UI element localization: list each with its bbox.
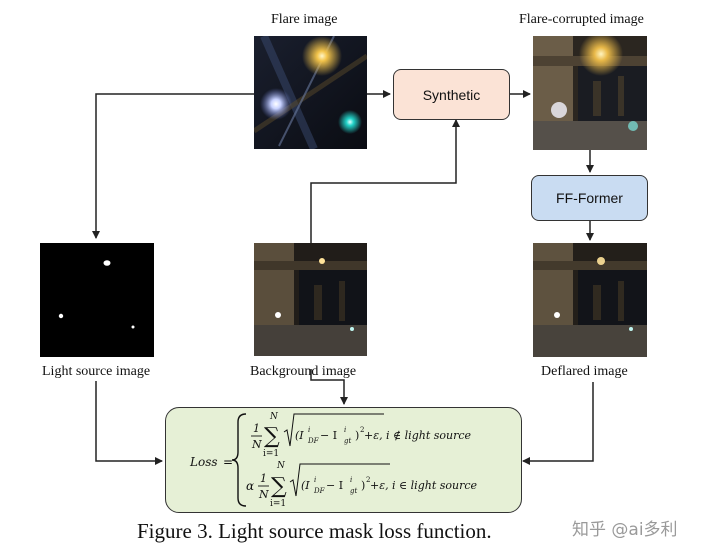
case1-term: (I bbox=[295, 429, 304, 442]
figure-caption: Figure 3. Light source mask loss functio… bbox=[137, 519, 492, 543]
frac2-denominator: N bbox=[258, 488, 269, 501]
case2-eps: +ε, bbox=[370, 479, 389, 492]
case2-sub-gt: gt bbox=[350, 487, 357, 495]
sum2-bottom: i=1 bbox=[270, 499, 286, 509]
case1-sub-gt: gt bbox=[344, 437, 351, 445]
arrow-light-source-to-loss bbox=[95, 381, 163, 465]
case1-sub-df: DF bbox=[307, 437, 320, 445]
arrow-deflared-to-loss bbox=[522, 382, 594, 465]
label-deflared-image: Deflared image bbox=[541, 364, 628, 379]
label-light-source-image: Light source image bbox=[42, 364, 151, 379]
synthetic-module: Synthetic bbox=[393, 69, 510, 120]
label-flare-corrupted-image: Flare-corrupted image bbox=[519, 12, 644, 27]
case2-sup-i2: i bbox=[350, 476, 352, 484]
background-image bbox=[254, 243, 367, 356]
case1-minus: − I bbox=[320, 429, 337, 442]
light-source-image bbox=[40, 243, 154, 357]
case1-eps: +ε, bbox=[364, 429, 383, 442]
case1-sup-i2: i bbox=[344, 426, 346, 434]
case1-sup-i: i bbox=[308, 426, 310, 434]
arrow-flare-to-light-source bbox=[92, 93, 254, 239]
watermark: 知乎 @ai多利 bbox=[572, 520, 678, 540]
frac1-denominator: N bbox=[251, 438, 262, 451]
arrow-background-to-loss bbox=[310, 369, 348, 405]
case2-minus: − I bbox=[326, 479, 343, 492]
flare-image bbox=[254, 36, 367, 149]
label-flare-image: Flare image bbox=[271, 12, 338, 27]
case2-sup-i: i bbox=[314, 476, 316, 484]
loss-function-box: Loss = 1 N N ∑ i=1 (I i DF − I i gt ) 2 bbox=[165, 407, 522, 513]
case1-condition: i ∉ light source bbox=[386, 429, 472, 442]
alpha: α bbox=[246, 479, 254, 493]
case2-squared: 2 bbox=[366, 476, 370, 484]
case2-sub-df: DF bbox=[313, 487, 326, 495]
equals-sign: = bbox=[223, 455, 233, 469]
frac1-numerator: 1 bbox=[253, 422, 260, 435]
arrow-background-to-synthetic bbox=[310, 119, 460, 243]
case1-squared: 2 bbox=[360, 426, 364, 434]
loss-label: Loss bbox=[189, 455, 218, 469]
sum2-top: N bbox=[276, 461, 286, 471]
case2-term: (I bbox=[301, 479, 310, 492]
case2-close: ) bbox=[361, 479, 365, 492]
frac2-numerator: 1 bbox=[260, 472, 267, 485]
sum1-top: N bbox=[269, 412, 279, 422]
deflared-image bbox=[533, 243, 647, 357]
label-background-image: Background image bbox=[250, 364, 357, 379]
ff-former-module: FF-Former bbox=[531, 175, 648, 221]
loss-equation: Loss = 1 N N ∑ i=1 (I i DF − I i gt ) 2 bbox=[189, 412, 478, 509]
case1-close: ) bbox=[355, 429, 359, 442]
sum2-sigma: ∑ bbox=[271, 474, 287, 499]
flare-corrupted-image bbox=[533, 36, 647, 150]
sum1-sigma: ∑ bbox=[264, 424, 280, 449]
case2-condition: i ∈ light source bbox=[392, 479, 478, 492]
sum1-bottom: i=1 bbox=[263, 449, 279, 459]
left-brace bbox=[231, 413, 247, 507]
